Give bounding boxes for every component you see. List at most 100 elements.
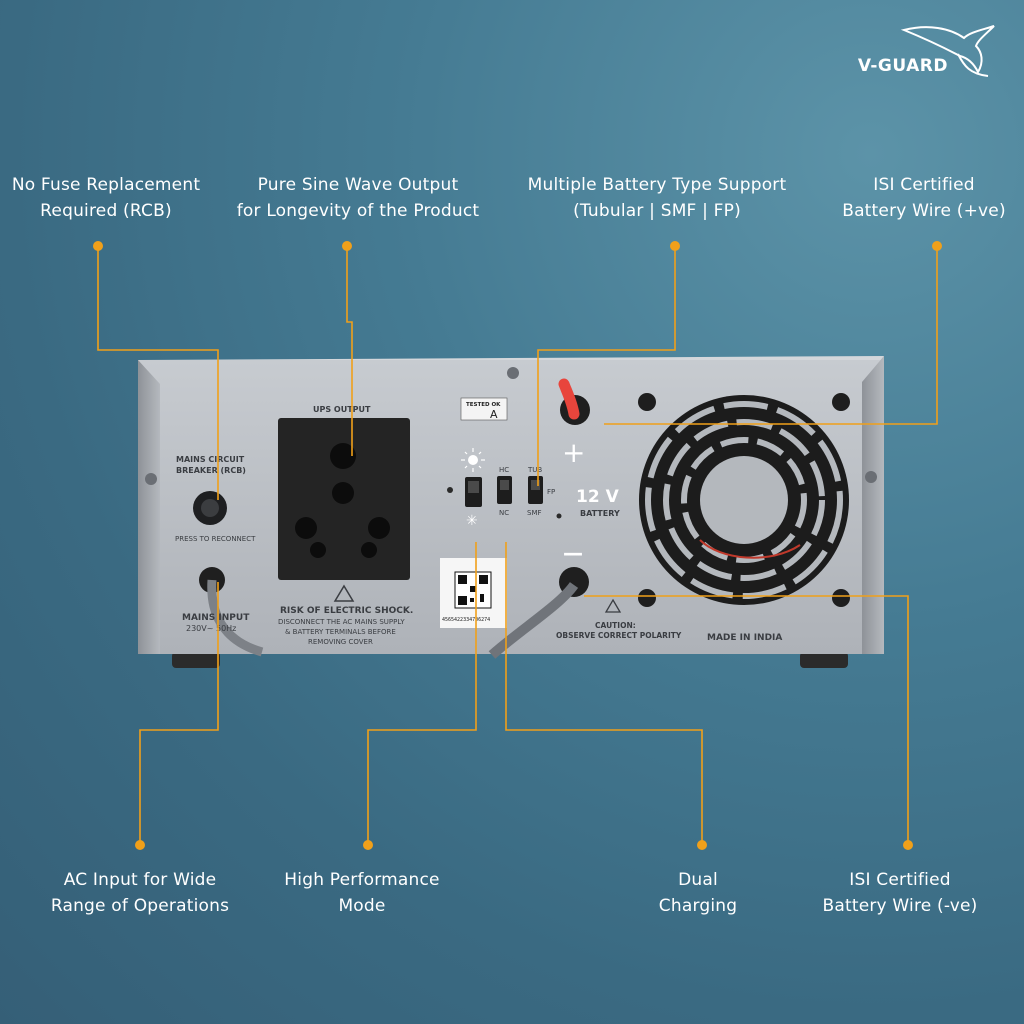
made-in-label: MADE IN INDIA [707, 633, 782, 643]
battery-voltage: 12 V [576, 487, 620, 507]
mains-rating-label: 230V~ 50Hz [186, 624, 236, 633]
dot-performance [363, 840, 373, 850]
callout-wire-pos: ISI Certified Battery Wire (+ve) [774, 172, 1024, 224]
tested-ok-label: TESTED OK [466, 402, 501, 408]
callout-sine-line1: Pure Sine Wave Output [257, 175, 459, 195]
battery-label: BATTERY [580, 509, 620, 518]
tested-ok-sticker [460, 397, 508, 421]
rcb-button-inner [201, 499, 219, 517]
callout-sine: Pure Sine Wave Output for Longevity of t… [208, 172, 508, 224]
kangaroo-logo-icon [900, 25, 995, 77]
switch-nc-label: NC [499, 509, 509, 517]
line-ac-input [139, 582, 219, 845]
shock-line-3: REMOVING COVER [308, 638, 373, 646]
callout-ac-input-line1: AC Input for Wide [63, 870, 217, 890]
caution-triangle-icon [604, 598, 622, 613]
switch-hc-label: HC [499, 466, 509, 474]
callout-performance-line2: Mode [338, 896, 386, 916]
mode-switch-lever [468, 481, 479, 493]
press-reconnect-label: PRESS TO RECONNECT [175, 535, 256, 543]
switch-fp-label: FP [547, 488, 555, 496]
charging-switch-lever [500, 480, 509, 490]
mcb-label-1: MAINS CIRCUIT [176, 455, 245, 464]
snow-icon: ✳ [466, 513, 478, 529]
positive-wire [558, 378, 580, 420]
callout-lines [97, 248, 938, 845]
callout-dots [93, 241, 942, 850]
dot-wire-pos [932, 241, 942, 251]
battery-led [556, 513, 562, 519]
battery-type-switch-lever [531, 480, 540, 490]
screw-left [145, 473, 157, 485]
foot-left [172, 652, 220, 668]
socket-hole-left [295, 517, 317, 539]
shock-line-1: DISCONNECT THE AC MAINS SUPPLY [278, 618, 405, 626]
ups-output-label: UPS OUTPUT [313, 405, 371, 414]
cooling-fan [638, 393, 850, 607]
dot-battery-type [670, 241, 680, 251]
cabinet-side [138, 360, 160, 654]
callout-performance-line1: High Performance [284, 870, 440, 890]
screw-right [865, 471, 877, 483]
callout-fuse-line1: No Fuse Replacement [11, 175, 201, 195]
plus-sign: + [562, 436, 585, 469]
cabinet-side-right [862, 356, 884, 654]
callout-ac-input: AC Input for Wide Range of Operations [0, 867, 290, 919]
tested-grade: A [490, 408, 498, 421]
dot-wire-neg [903, 840, 913, 850]
callout-charging-line1: Dual [678, 870, 718, 890]
negative-wire [488, 581, 579, 659]
qr-pattern [458, 575, 488, 605]
dot-sine [342, 241, 352, 251]
callout-charging-line2: Charging [658, 896, 738, 916]
shock-title: RISK OF ELECTRIC SHOCK. [280, 606, 413, 616]
callout-wire-pos-line1: ISI Certified [873, 175, 975, 195]
serial-number: 4565422334706274 [442, 617, 490, 623]
socket-hole-mid [332, 482, 354, 504]
line-sine [346, 248, 353, 456]
socket-hole-left-small [310, 542, 326, 558]
dot-ac-input [135, 840, 145, 850]
mode-indicator-led [447, 487, 453, 493]
line-charging [505, 542, 703, 845]
minus-sign: — [563, 541, 583, 565]
line-performance [367, 542, 477, 845]
sun-rays-icon [461, 448, 485, 472]
switch-smf-label: SMF [527, 509, 542, 517]
callout-ac-input-line2: Range of Operations [50, 896, 230, 916]
callout-wire-neg: ISI Certified Battery Wire (-ve) [750, 867, 1024, 919]
dot-charging [697, 840, 707, 850]
callout-charging: Dual Charging [548, 867, 848, 919]
callout-battery-type-line1: Multiple Battery Type Support [527, 175, 787, 195]
line-battery-type [537, 248, 676, 486]
line-wire-pos [604, 248, 938, 425]
switch-tub-label: TUB [527, 466, 542, 474]
socket-hole-right [368, 517, 390, 539]
socket-hole-right-small [361, 542, 377, 558]
screw-top [507, 367, 519, 379]
mcb-label-2: BREAKER (RCB) [176, 466, 246, 475]
socket-hole-earth [330, 443, 356, 469]
callout-wire-neg-line2: Battery Wire (-ve) [822, 896, 978, 916]
mains-input-label: MAINS INPUT [182, 613, 250, 623]
callout-performance: High Performance Mode [212, 867, 512, 919]
callout-fuse-line2: Required (RCB) [40, 201, 172, 221]
brand-name: V-GUARD [857, 56, 948, 76]
callout-battery-type: Multiple Battery Type Support (Tubular |… [507, 172, 807, 224]
sun-icon [468, 455, 478, 465]
brand-logo: V-GUARD [858, 56, 948, 76]
foot-right [800, 652, 848, 668]
line-fuse [97, 248, 219, 500]
polarity-label: OBSERVE CORRECT POLARITY [556, 631, 682, 640]
caution-label: CAUTION: [595, 621, 636, 630]
callout-wire-pos-line2: Battery Wire (+ve) [842, 201, 1006, 221]
mains-input-cable [207, 579, 264, 657]
callout-fuse: No Fuse Replacement Required (RCB) [0, 172, 256, 224]
dot-fuse [93, 241, 103, 251]
callout-battery-type-line2: (Tubular | SMF | FP) [573, 201, 741, 221]
warning-triangle-icon [333, 584, 355, 602]
line-wire-neg [584, 595, 909, 845]
callout-sine-line2: for Longevity of the Product [236, 201, 480, 221]
callout-wire-neg-line1: ISI Certified [849, 870, 951, 890]
